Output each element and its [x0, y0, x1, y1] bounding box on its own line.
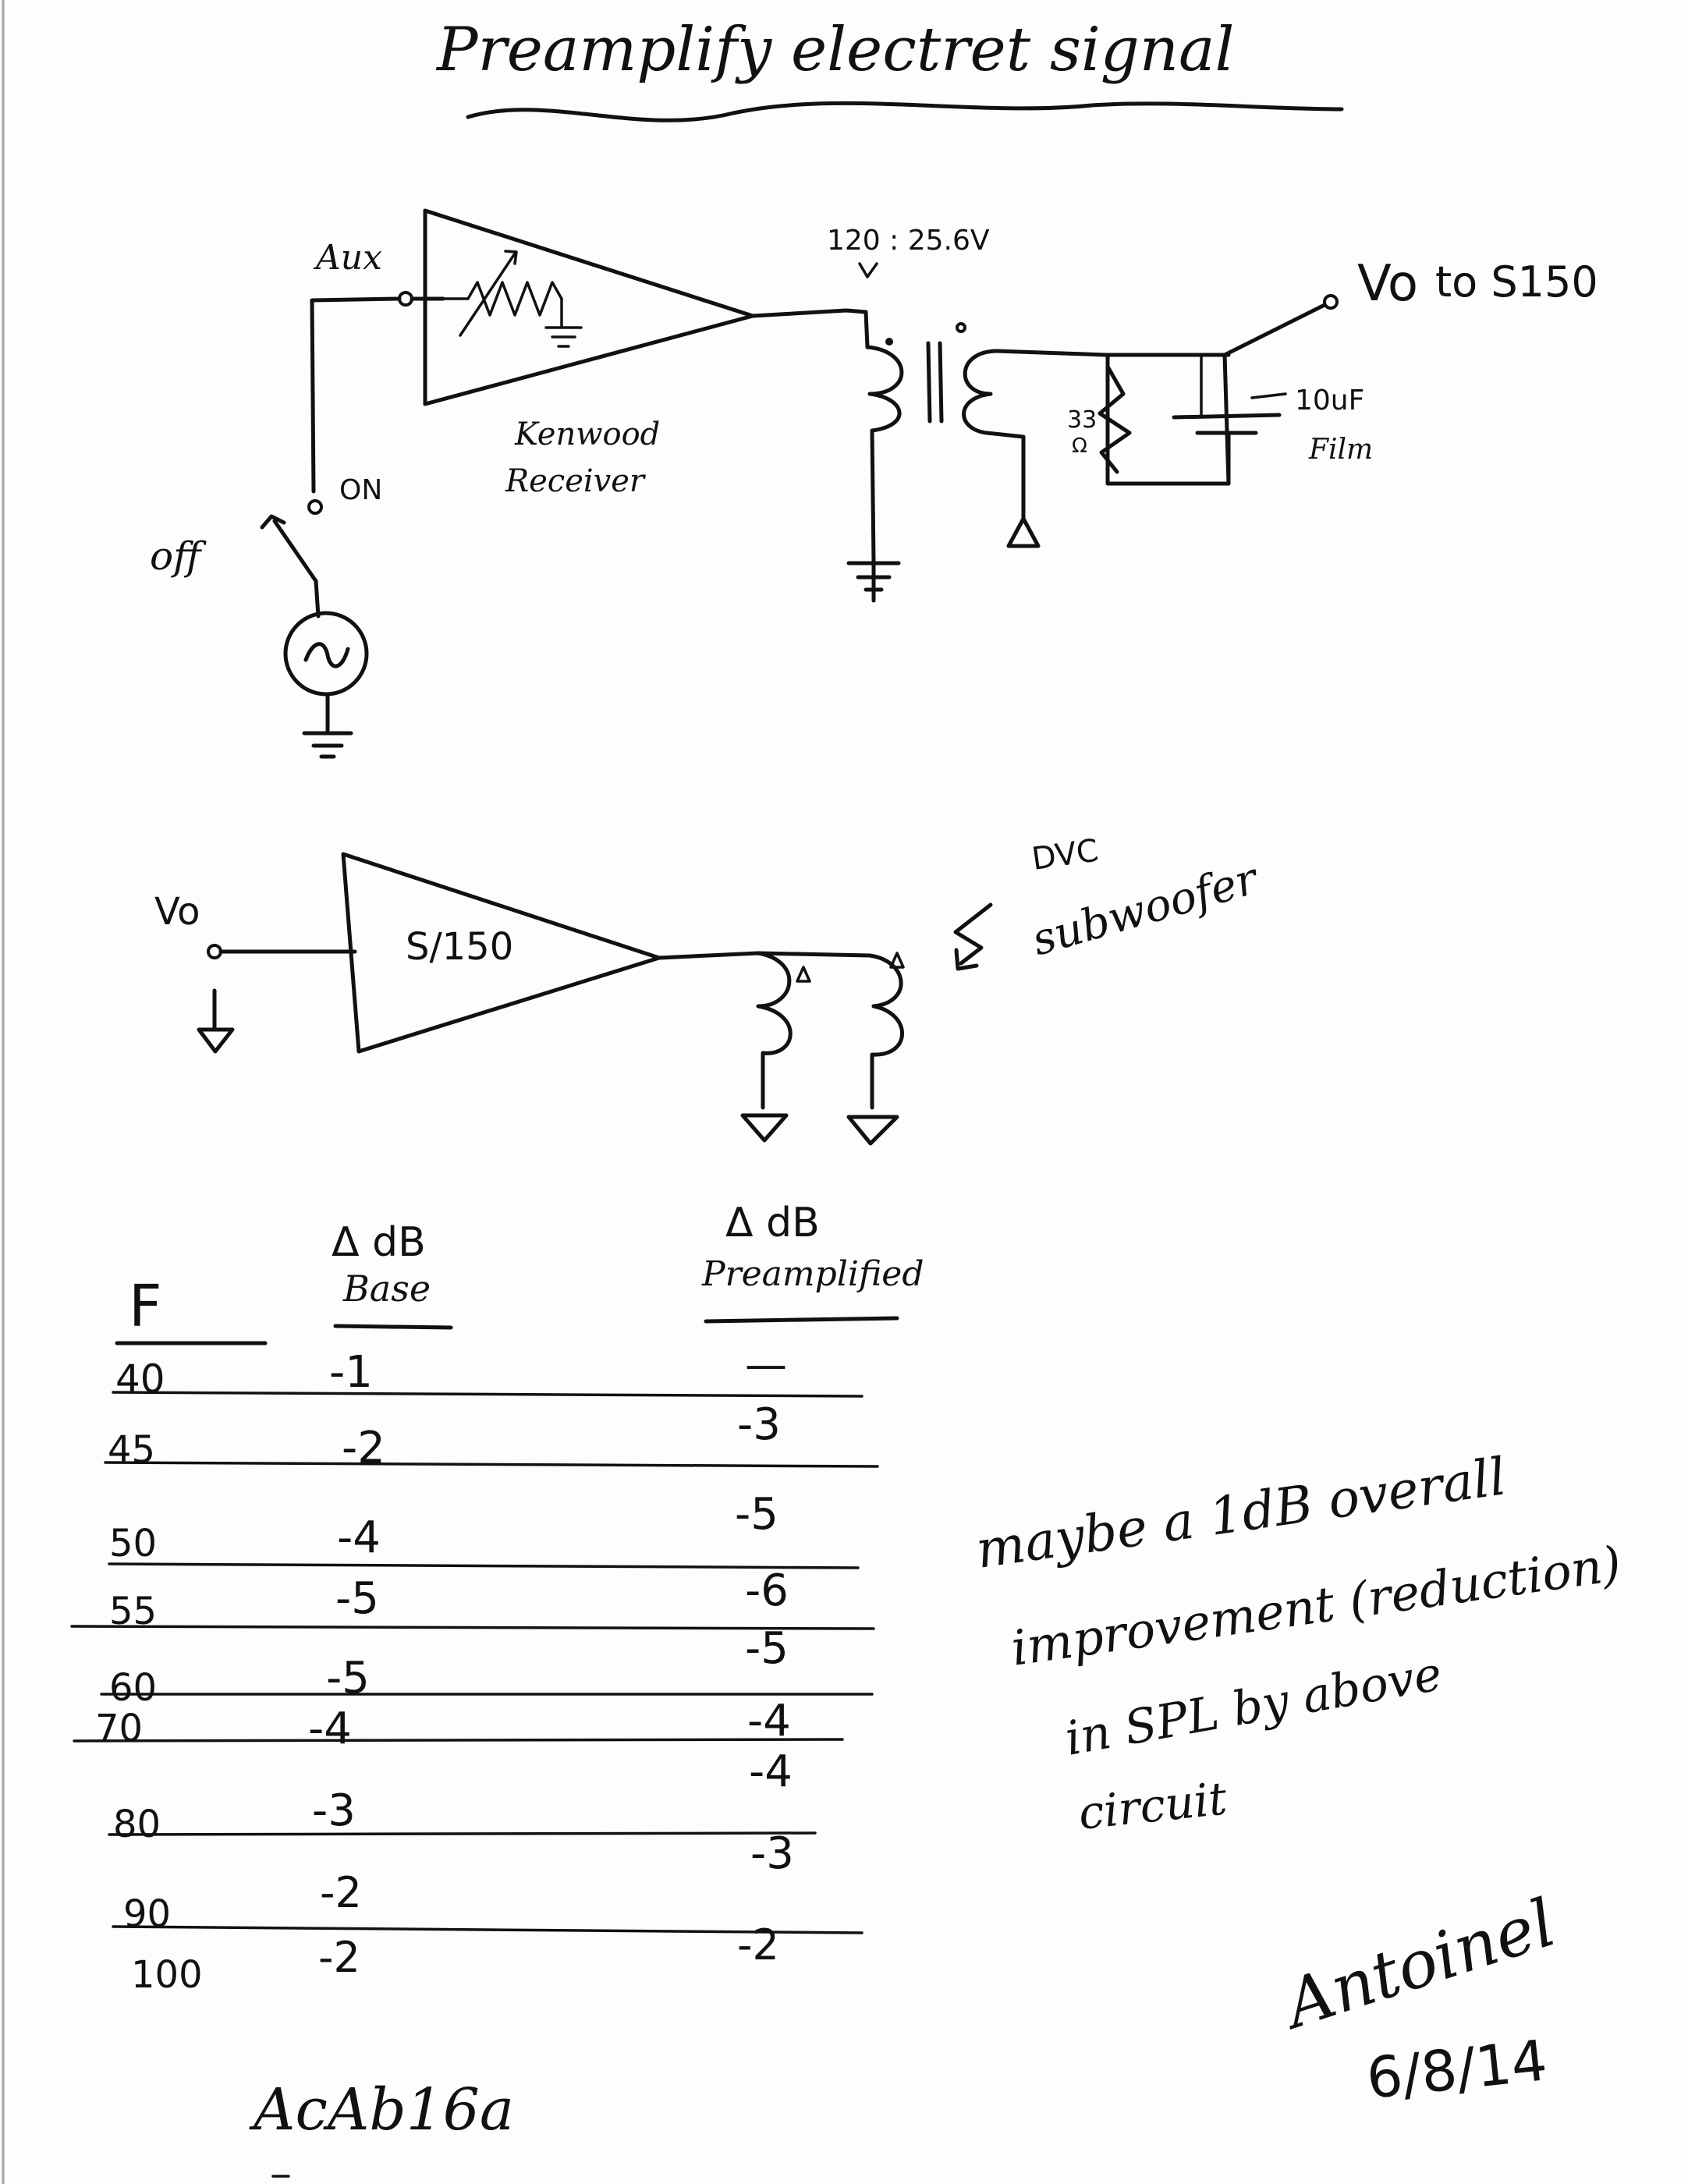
resistor-value: 33: [1067, 406, 1097, 434]
switch-off-label: off: [150, 534, 207, 579]
header-base-label: Base: [342, 1268, 431, 1310]
output-terminal: [1323, 294, 1339, 310]
header-preamp-label: Preamplified: [701, 1254, 924, 1294]
row-5-frequency: 60: [109, 1666, 157, 1710]
note-line-1: maybe a 1dB overall: [973, 1446, 1510, 1580]
source-ground-icon: [302, 692, 353, 759]
output-destination: to S150: [1435, 257, 1598, 307]
note-line-3: in SPL by above: [1061, 1647, 1445, 1767]
row-2-frequency: 45: [108, 1428, 155, 1472]
row-4-preamplified: -6: [745, 1565, 789, 1616]
row-7-preamplified: -4: [749, 1746, 793, 1797]
row-5-preamplified: -5: [745, 1623, 789, 1674]
potentiometer-arrow: [459, 252, 516, 337]
frequency-response-table: F Δ dB Base Δ dB Preamplified 40 -1 — 45…: [70, 1200, 924, 1997]
row-6-base: -4: [308, 1704, 352, 1754]
speaker-label-type: DVC: [1030, 832, 1101, 877]
signature-block: Antoinel 6/8/14: [1271, 1884, 1564, 2111]
handwritten-note: maybe a 1dB overall improvement (reducti…: [973, 1446, 1625, 1840]
output-lead: [1222, 302, 1328, 357]
row-1-frequency: 40: [115, 1356, 165, 1402]
receiver-circuit: Aux ON off Kenwood Receiver 120 : 25.6V: [150, 208, 1598, 759]
resistor-unit: Ω: [1072, 434, 1087, 458]
row-4-base: -5: [335, 1573, 379, 1624]
row-2-base: -2: [342, 1423, 385, 1473]
coil2-ground-icon: [846, 1115, 899, 1146]
potentiometer-ground-icon: [544, 297, 583, 348]
input-ground-icon: [197, 988, 235, 1054]
row-2-preamplified: -3: [737, 1399, 781, 1450]
pointer-arrow: [953, 902, 993, 966]
transformer-secondary-coil: [962, 349, 1026, 521]
subwoofer-circuit: Vo S/150 DVC subwoofer: [154, 832, 1265, 1146]
resistor-icon: [1098, 364, 1132, 474]
row-3-frequency: 50: [109, 1522, 157, 1565]
transformer-ratio-label: 120 : 25.6V: [827, 225, 990, 257]
row-3-preamplified: -5: [735, 1489, 778, 1540]
row-5-base: -5: [326, 1653, 370, 1704]
row-8-frequency: 90: [123, 1892, 171, 1936]
capacitor-value: 10uF: [1295, 385, 1364, 417]
receiver-label-type: Receiver: [505, 463, 647, 499]
page-title: Preamplify electret signal: [435, 15, 1234, 85]
row-7-frequency: 80: [113, 1803, 161, 1846]
header-frequency: F: [129, 1273, 162, 1340]
row-9-preamplified: -2: [737, 1920, 779, 1970]
voice-coil-2: [867, 953, 904, 1110]
selector-switch-arm: [272, 519, 318, 583]
row-9-base: -2: [318, 1933, 360, 1982]
receiver-amplifier: [423, 208, 755, 406]
row-6-frequency: 70: [95, 1707, 143, 1750]
volume-potentiometer: [442, 281, 563, 317]
row-4-frequency: 55: [109, 1590, 157, 1633]
row-1-preamplified: —: [745, 1340, 787, 1389]
voice-coil-1: [756, 951, 793, 1110]
row-9-frequency: 100: [131, 1953, 203, 1997]
amp-label: S/150: [406, 925, 513, 969]
switch-on-label: ON: [339, 474, 382, 506]
capacitor-type: Film: [1308, 434, 1373, 466]
coil1-ground-icon: [740, 1113, 789, 1143]
row-3-base: -4: [337, 1512, 381, 1563]
transformer-core: [926, 341, 944, 424]
signature-name: Antoinel: [1271, 1884, 1564, 2045]
receiver-label-brand: Kenwood: [514, 417, 660, 452]
title-underline: [466, 101, 1344, 122]
row-6-preamplified: -4: [747, 1696, 791, 1746]
aux-label: Aux: [313, 238, 382, 278]
document-code: AcAb16a: [249, 2076, 514, 2143]
row-1-base: -1: [329, 1347, 373, 1398]
row-7-base: -3: [312, 1785, 356, 1836]
output-label: Vo: [1357, 255, 1418, 313]
switch-on-terminal: [307, 499, 323, 515]
secondary-ground-icon: [1006, 516, 1041, 548]
s150-amplifier: [341, 852, 661, 1054]
header-preamp-delta: Δ dB: [725, 1200, 820, 1246]
row-8-preamplified: -3: [750, 1828, 794, 1879]
header-base-delta: Δ dB: [332, 1219, 426, 1266]
primary-ground-icon: [846, 561, 901, 603]
note-line-4: circuit: [1076, 1771, 1229, 1840]
transformer-primary-coil: [865, 345, 904, 564]
amp-input-label: Vo: [154, 890, 200, 934]
signature-date: 6/8/14: [1364, 2027, 1550, 2111]
row-8-base: -2: [320, 1868, 362, 1917]
